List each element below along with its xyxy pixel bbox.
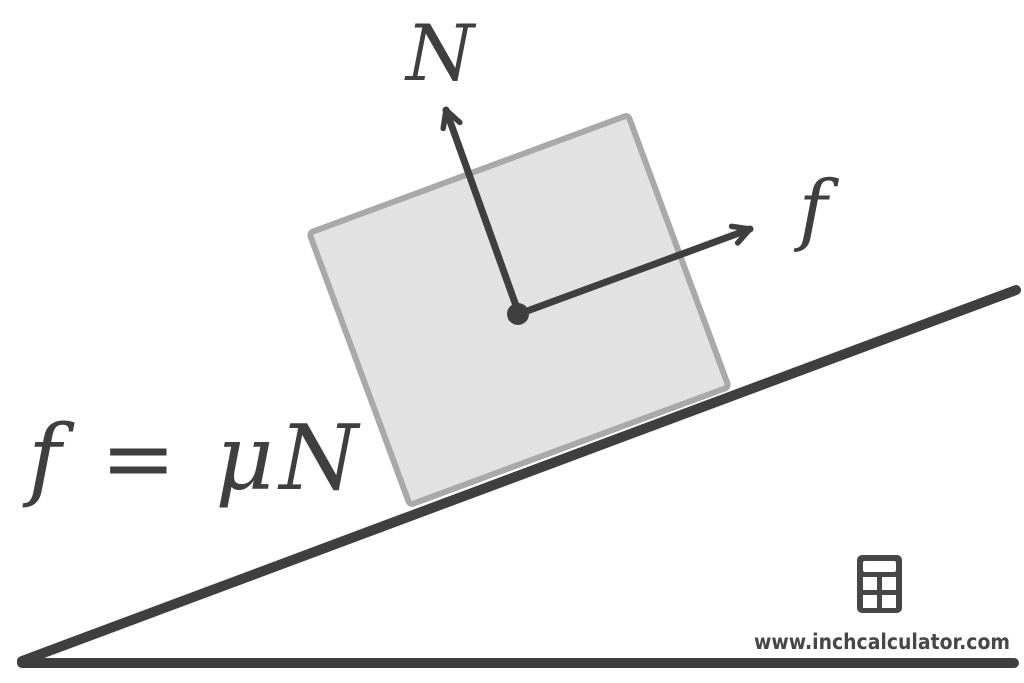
normal-force-label: N bbox=[404, 9, 477, 99]
calculator-icon-key bbox=[863, 595, 877, 608]
friction-force-label: f bbox=[794, 165, 840, 255]
friction-force-arrow bbox=[515, 223, 754, 318]
calculator-icon-key bbox=[882, 595, 896, 608]
calculator-icon-display bbox=[863, 561, 896, 572]
calculator-icon bbox=[857, 555, 902, 613]
calculator-icon-key bbox=[882, 577, 896, 590]
calculator-icon-key bbox=[863, 577, 877, 590]
incline-surface-line bbox=[17, 285, 1021, 666]
force-origin-dot bbox=[507, 303, 529, 325]
normal-force-arrow bbox=[440, 106, 523, 318]
watermark-url: www.inchcalculator.com bbox=[754, 630, 1010, 654]
friction-formula: f = μN bbox=[22, 406, 361, 511]
